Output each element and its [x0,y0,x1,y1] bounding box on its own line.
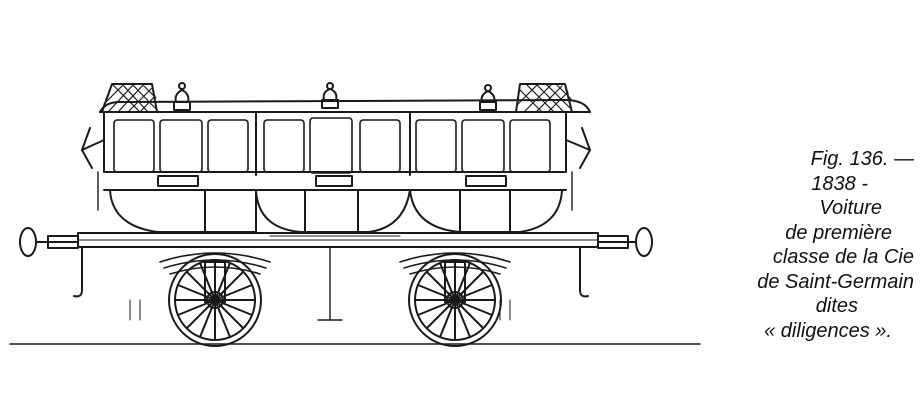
wheel-left [168,253,262,347]
roof-lattice-left [101,83,158,113]
carriage-illustration [9,82,701,347]
figure-caption: Fig. 136. — 1838 - Voiture de première c… [728,147,914,343]
side-handle-right [565,127,591,169]
caption-line-7: dites [815,295,858,317]
caption-line-1: Fig. 136. — [810,148,914,170]
carriage-body [103,111,567,173]
roof-lamp-right [479,84,497,111]
side-handle-left [81,127,105,169]
caption-line-4: de première [785,221,892,244]
body-panel-right [409,189,563,233]
hook-chain-left [73,247,83,298]
roof-lattice-right [515,83,573,113]
hook-chain-right [579,247,589,298]
body-panel-left [109,189,257,233]
windows [113,117,551,174]
roof-lamp-center [321,82,339,109]
caption-line-6: de Saint-Germain [757,270,914,293]
wheel-right [408,253,502,347]
buffer-right [597,227,653,257]
caption-line-2: 1838 - [811,172,868,195]
caption-line-5: classe de la Cie [772,246,914,268]
caption-line-3: Voiture [819,197,882,219]
roof-lamp-left [173,82,191,111]
buffer-left [19,227,79,257]
caption-line-8: « diligences ». [764,319,892,342]
